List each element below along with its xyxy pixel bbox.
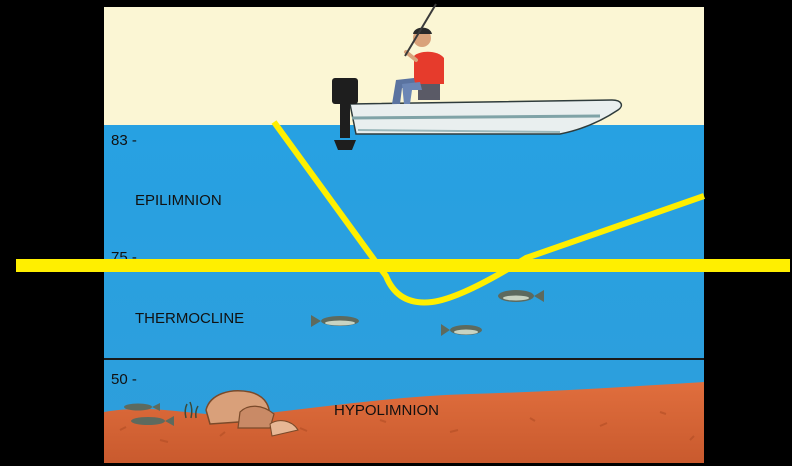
depth-marker-83: 83 -	[111, 132, 137, 149]
depth-marker-50: 50 -	[111, 371, 137, 388]
epilimnion-label: EPILIMNION	[135, 192, 222, 209]
thermocline-label: THERMOCLINE	[135, 310, 244, 327]
hypolimnion-label: HYPOLIMNION	[334, 402, 439, 419]
thermocline-indicator-line	[16, 259, 790, 272]
